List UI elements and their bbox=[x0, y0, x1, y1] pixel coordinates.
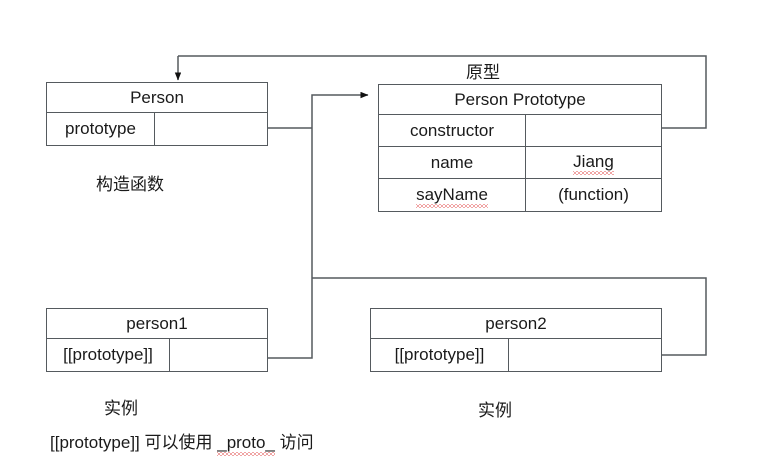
box-person-constructor-title: Person bbox=[47, 83, 267, 113]
cell-value-internal-prototype bbox=[170, 339, 267, 371]
table-row: [[prototype]] bbox=[47, 339, 267, 371]
table-row: [[prototype]] bbox=[371, 339, 661, 371]
cell-value-internal-prototype bbox=[509, 339, 661, 371]
box-person-constructor[interactable]: Person prototype bbox=[46, 82, 268, 146]
cell-key-sayname-text: sayName bbox=[416, 184, 488, 208]
box-person-prototype-title: Person Prototype bbox=[379, 85, 661, 115]
cell-value-constructor bbox=[526, 115, 661, 146]
footnote-prefix: [[prototype]] 可以使用 bbox=[50, 433, 218, 452]
caption-constructor: 构造函数 bbox=[96, 175, 164, 194]
cell-key-sayname: sayName bbox=[379, 179, 526, 211]
cell-value-sayname: (function) bbox=[558, 185, 629, 204]
box-person2[interactable]: person2 [[prototype]] bbox=[370, 308, 662, 372]
cell-value-name-text: Jiang bbox=[573, 152, 614, 175]
box-person1-title: person1 bbox=[47, 309, 267, 339]
box-person-prototype[interactable]: Person Prototype constructor name Jiang … bbox=[378, 84, 662, 212]
caption-person1-instance: 实例 bbox=[104, 399, 138, 418]
cell-key-internal-prototype: [[prototype]] bbox=[47, 339, 170, 371]
box-person1[interactable]: person1 [[prototype]] bbox=[46, 308, 268, 372]
box-person2-title: person2 bbox=[371, 309, 661, 339]
cell-value-prototype bbox=[155, 113, 267, 145]
table-row: name Jiang bbox=[379, 147, 661, 179]
footnote-suffix: 访问 bbox=[274, 433, 314, 452]
cell-key-internal-prototype: [[prototype]] bbox=[371, 339, 509, 371]
footnote-prototype-access: [[prototype]] 可以使用 _proto_ 访问 bbox=[50, 428, 314, 456]
table-row: prototype bbox=[47, 113, 267, 145]
label-prototype-heading: 原型 bbox=[466, 63, 500, 82]
cell-value-name: Jiang bbox=[526, 147, 661, 178]
caption-person2-instance: 实例 bbox=[478, 401, 512, 420]
cell-key-name: name bbox=[379, 147, 526, 178]
table-row: sayName (function) bbox=[379, 179, 661, 211]
table-row: constructor bbox=[379, 115, 661, 147]
cell-key-constructor: constructor bbox=[379, 115, 526, 146]
cell-key-prototype: prototype bbox=[47, 113, 155, 145]
footnote-highlight: _proto_ bbox=[217, 433, 275, 456]
